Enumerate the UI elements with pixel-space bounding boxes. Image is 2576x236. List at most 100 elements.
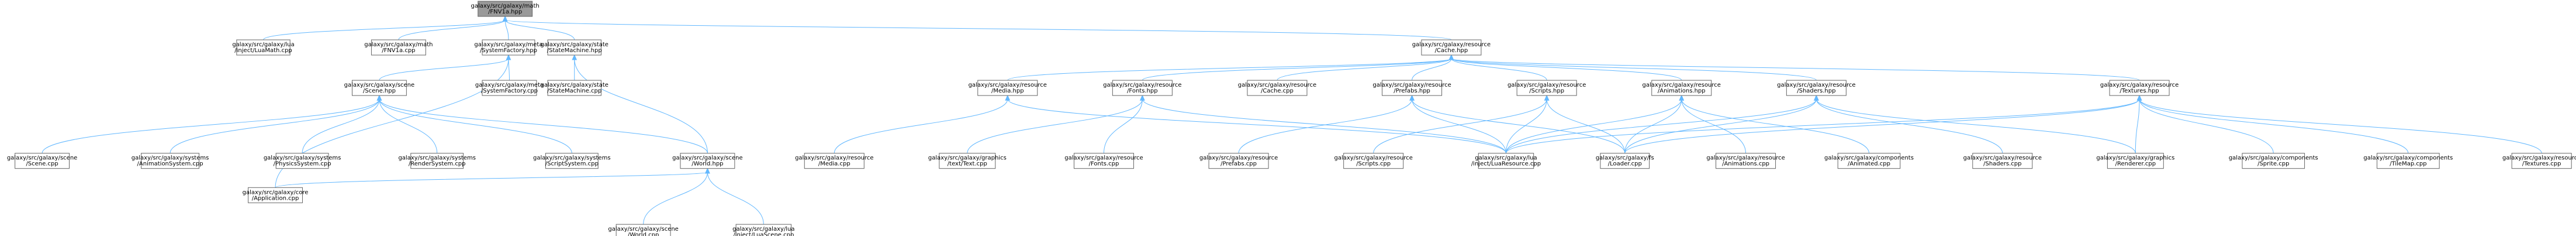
node-rendersystem-cpp[interactable]: galaxy/src/galaxy/systems/RenderSystem.c… [398, 153, 476, 169]
node-box [141, 153, 200, 169]
node-scene-hpp[interactable]: galaxy/src/galaxy/scene/Scene.hpp [344, 80, 415, 96]
node-label-dir: galaxy/src/galaxy/resource [969, 82, 1047, 88]
node-label-dir: galaxy/src/galaxy/state [540, 42, 608, 48]
node-label-dir: galaxy/src/galaxy/resource [1334, 155, 1412, 162]
edge-luaresource_cpp-to-textures_hpp [1505, 94, 2142, 153]
node-physicssystem-cpp[interactable]: galaxy/src/galaxy/systems/PhysicsSystem.… [264, 153, 341, 169]
node-label-dir: galaxy/src/galaxy/components [2363, 155, 2453, 162]
node-media-cpp[interactable]: galaxy/src/galaxy/resource/Media.cpp [795, 153, 873, 169]
node-label-file: /inject/LuaScene.cpp [733, 232, 794, 236]
node-label-file: /Textures.cpp [2522, 161, 2561, 167]
node-tilemap-cpp[interactable]: galaxy/src/galaxy/components/TileMap.cpp [2363, 153, 2453, 169]
node-label-file: /Fonts.cpp [1089, 161, 1119, 167]
node-label-dir: galaxy/src/galaxy/resource [1963, 155, 2042, 162]
node-label-dir: galaxy/src/galaxy/resource [1507, 82, 1586, 88]
node-fonts-cpp[interactable]: galaxy/src/galaxy/resource/Fonts.cpp [1064, 153, 1143, 169]
node-systemfactory-hpp[interactable]: galaxy/src/galaxy/meta/SystemFactory.hpp [474, 39, 542, 56]
edge-textures_cpp-to-textures_hpp [2136, 94, 2542, 153]
edge-luaresource_cpp-to-prefabs_hpp [1409, 94, 1506, 153]
node-cache-hpp[interactable]: galaxy/src/galaxy/resource/Cache.hpp [1412, 39, 1491, 56]
edge-fnv1a_cpp-to-fnv1a_hpp [398, 15, 508, 40]
node-scriptsystem-cpp[interactable]: galaxy/src/galaxy/systems/ScriptSystem.c… [533, 153, 611, 169]
node-label-dir: galaxy/src/galaxy/meta [475, 82, 544, 88]
node-systemfactory-cpp[interactable]: galaxy/src/galaxy/meta/SystemFactory.cpp [475, 80, 544, 96]
node-animated-cpp[interactable]: galaxy/src/galaxy/components/Animated.cp… [1824, 153, 1914, 169]
node-label-dir: galaxy/src/galaxy/scene [7, 155, 78, 162]
node-shaders-hpp[interactable]: galaxy/src/galaxy/resource/Shaders.hpp [1777, 80, 1856, 96]
node-animationsystem-cpp[interactable]: galaxy/src/galaxy/systems/AnimationSyste… [132, 153, 209, 169]
node-label-dir: galaxy/src/galaxy/resource [2100, 82, 2179, 88]
node-box [545, 153, 599, 169]
node-media-hpp[interactable]: galaxy/src/galaxy/resource/Media.hpp [969, 80, 1047, 96]
edge-sprite_cpp-to-textures_hpp [2136, 94, 2274, 153]
node-label-dir: galaxy/src/galaxy/resource [1777, 82, 1855, 88]
node-world-hpp[interactable]: galaxy/src/galaxy/scene/World.hpp [672, 153, 743, 169]
node-world-cpp[interactable]: galaxy/src/galaxy/scene/World.cpp [608, 224, 679, 236]
node-box [939, 153, 996, 169]
node-label-dir: galaxy/src/galaxy/core [243, 189, 309, 196]
node-label-dir: galaxy/src/galaxy/fs [1596, 155, 1654, 162]
node-scene-cpp[interactable]: galaxy/src/galaxy/scene/Scene.cpp [7, 153, 78, 169]
node-box [616, 224, 671, 236]
node-loader-cpp[interactable]: galaxy/src/galaxy/fs/Loader.cpp [1596, 153, 1654, 169]
node-box [1208, 153, 1269, 169]
node-label-file: /Textures.hpp [2119, 88, 2159, 94]
node-prefabs-cpp[interactable]: galaxy/src/galaxy/resource/Prefabs.cpp [1199, 153, 1278, 169]
node-fnv1a-cpp[interactable]: galaxy/src/galaxy/math/FNV1a.cpp [364, 39, 433, 56]
node-label-file: /Animations.hpp [1658, 88, 1706, 94]
node-box [2242, 153, 2305, 169]
node-box [804, 153, 865, 169]
node-shaders-cpp[interactable]: galaxy/src/galaxy/resource/Shaders.cpp [1963, 153, 2042, 169]
node-label-dir: galaxy/src/galaxy/resource [1372, 82, 1451, 88]
edge-fonts_hpp-to-cache_hpp [1142, 54, 1454, 81]
node-label-file: /Prefabs.hpp [1394, 88, 1430, 94]
node-application-cpp[interactable]: galaxy/src/galaxy/core/Application.cpp [243, 187, 309, 203]
node-label-dir: galaxy/src/galaxy/meta [474, 42, 542, 48]
edge-application_cpp-to-world_hpp [275, 167, 710, 188]
node-box [1421, 39, 1482, 56]
node-animations-cpp[interactable]: galaxy/src/galaxy/resource/Animations.cp… [1706, 153, 1785, 169]
node-box [1837, 153, 1901, 169]
node-box [1343, 153, 1404, 169]
node-statemachine-cpp[interactable]: galaxy/src/galaxy/state/StateMachine.cpp [540, 80, 608, 96]
node-label-file: /AnimationSystem.cpp [137, 161, 203, 167]
node-scripts-cpp[interactable]: galaxy/src/galaxy/resource/Scripts.cpp [1334, 153, 1413, 169]
node-label-file: /Renderer.cpp [2115, 161, 2156, 167]
node-luaresource-cpp[interactable]: galaxy/src/galaxy/lua/inject/LuaResource… [1471, 153, 1541, 169]
node-textures-hpp[interactable]: galaxy/src/galaxy/resource/Textures.hpp [2100, 80, 2179, 96]
node-label-dir: galaxy/src/galaxy/math [471, 3, 540, 9]
edge-prefabs_hpp-to-cache_hpp [1412, 54, 1454, 81]
node-text-cpp[interactable]: galaxy/src/galaxy/graphics/text/Text.cpp [928, 153, 1007, 169]
edge-world_hpp-to-statemachine_hpp [572, 54, 708, 153]
edge-scripts_cpp-to-scripts_hpp [1373, 94, 1550, 153]
node-renderer-cpp[interactable]: galaxy/src/galaxy/graphics/Renderer.cpp [2096, 153, 2174, 169]
node-label-dir: galaxy/src/galaxy/resource [1706, 155, 1785, 162]
edge-luaresource_cpp-to-media_hpp [1005, 94, 1506, 153]
node-label-file: /World.cpp [628, 232, 659, 236]
node-label-dir: galaxy/src/galaxy/resource [1103, 82, 1181, 88]
edge-prefabs_cpp-to-prefabs_hpp [1238, 94, 1415, 153]
node-animations-hpp[interactable]: galaxy/src/galaxy/resource/Animations.hp… [1643, 80, 1721, 96]
node-fnv1a-hpp[interactable]: galaxy/src/galaxy/math/FNV1a.hpp [471, 1, 540, 17]
node-label-file: /Media.hpp [991, 88, 1024, 94]
node-luascene-cpp[interactable]: galaxy/src/galaxy/lua/inject/LuaScene.cp… [732, 224, 795, 236]
node-box [977, 80, 1038, 96]
node-label-file: /ScriptSystem.cpp [545, 161, 599, 167]
node-prefabs-hpp[interactable]: galaxy/src/galaxy/resource/Prefabs.hpp [1372, 80, 1451, 96]
node-sprite-cpp[interactable]: galaxy/src/galaxy/components/Sprite.cpp [2229, 153, 2318, 169]
node-label-file: /World.hpp [691, 161, 723, 167]
node-statemachine-hpp[interactable]: galaxy/src/galaxy/state/StateMachine.hpp [540, 39, 608, 56]
node-luamath-cpp[interactable]: galaxy/src/galaxy/lua/inject/LuaMath.cpp [232, 39, 295, 56]
node-box [2511, 153, 2572, 169]
node-label-file: /Animations.cpp [1722, 161, 1769, 167]
node-box [2377, 153, 2440, 169]
node-label-dir: galaxy/src/galaxy/resource [2502, 155, 2576, 162]
node-cache-cpp[interactable]: galaxy/src/galaxy/resource/Cache.cpp [1238, 80, 1316, 96]
node-label-dir: galaxy/src/galaxy/scene [344, 82, 415, 88]
node-scripts-hpp[interactable]: galaxy/src/galaxy/resource/Scripts.hpp [1507, 80, 1586, 96]
node-textures-cpp[interactable]: galaxy/src/galaxy/resource/Textures.cpp [2502, 153, 2576, 169]
node-box [2107, 153, 2164, 169]
node-fonts-hpp[interactable]: galaxy/src/galaxy/resource/Fonts.hpp [1103, 80, 1182, 96]
edge-cache_hpp-to-fnv1a_hpp [502, 15, 1452, 40]
